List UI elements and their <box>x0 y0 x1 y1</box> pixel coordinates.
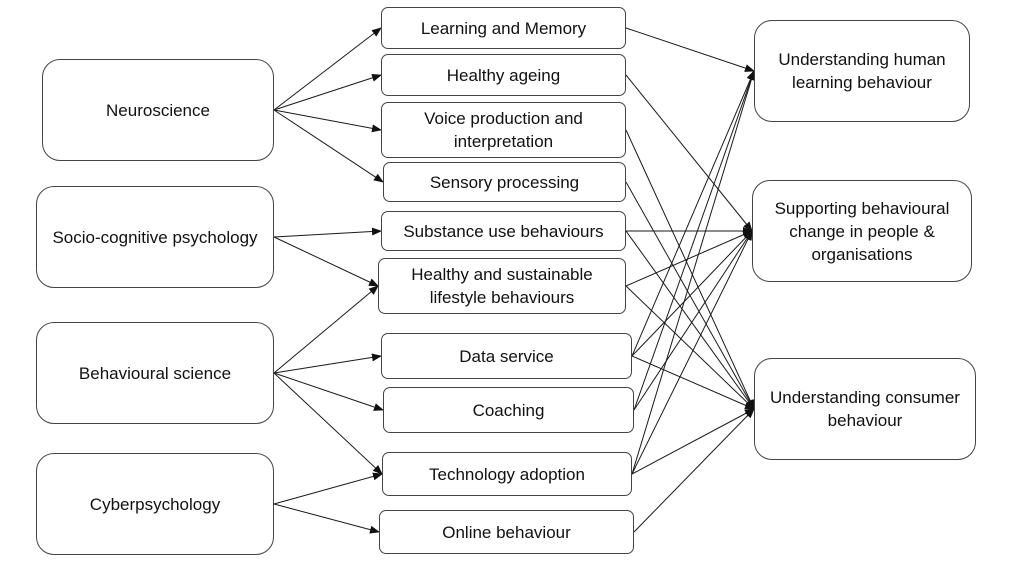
topic-box-substance-use: Substance use behaviours <box>381 211 626 251</box>
source-label: Socio-cognitive psychology <box>52 227 258 247</box>
topic-label: Technology adoption <box>429 464 585 484</box>
source-label: Neuroscience <box>106 100 210 120</box>
arrow-behavioural-science-to-healthy-sustainable-lifestyle <box>273 285 379 374</box>
topic-label: Healthy and sustainable lifestyle behavi… <box>411 265 593 307</box>
outcome-label: Supporting behavioural change in people … <box>774 198 950 264</box>
topic-box-sensory-processing: Sensory processing <box>383 162 626 202</box>
arrow-learning-and-memory-to-human-learning <box>625 27 755 72</box>
topic-box-coaching: Coaching <box>383 387 634 433</box>
arrow-socio-cognitive-psychology-to-substance-use <box>273 227 382 238</box>
source-box-cyberpsychology: Cyberpsychology <box>36 453 274 555</box>
topic-label: Online behaviour <box>442 522 571 542</box>
arrow-healthy-sustainable-lifestyle-to-behavioural-change <box>625 230 753 287</box>
topic-label: Data service <box>459 346 554 366</box>
arrow-healthy-sustainable-lifestyle-to-consumer-behaviour <box>625 285 755 410</box>
topic-label: Healthy ageing <box>446 65 561 85</box>
source-label: Cyberpsychology <box>89 494 221 514</box>
arrow-healthy-ageing-to-behavioural-change <box>625 74 753 232</box>
source-box-socio-cognitive-psychology: Socio-cognitive psychology <box>36 186 274 288</box>
topic-box-learning-and-memory: Learning and Memory <box>381 7 626 49</box>
arrow-data-service-to-consumer-behaviour <box>631 355 755 410</box>
arrow-neuroscience-to-healthy-ageing <box>273 73 382 111</box>
arrow-coaching-to-human-learning <box>633 70 755 411</box>
arrow-behavioural-science-to-data-service <box>273 353 382 374</box>
arrow-cyberpsychology-to-online-behaviour <box>273 503 380 534</box>
outcome-box-consumer-behaviour: Understanding consumer behaviour <box>754 358 976 460</box>
topic-box-online-behaviour: Online behaviour <box>379 510 634 554</box>
arrow-online-behaviour-to-consumer-behaviour <box>633 408 755 533</box>
arrow-data-service-to-human-learning <box>631 70 755 357</box>
arrow-behavioural-science-to-technology-adoption <box>273 372 383 475</box>
source-label: Behavioural science <box>78 363 232 383</box>
arrow-neuroscience-to-sensory-processing <box>273 109 384 183</box>
arrow-cyberpsychology-to-technology-adoption <box>273 472 383 505</box>
arrow-technology-adoption-to-human-learning <box>631 70 756 475</box>
outcome-label: Understanding consumer behaviour <box>770 388 960 430</box>
arrow-neuroscience-to-learning-and-memory <box>273 27 382 111</box>
source-box-behavioural-science: Behavioural science <box>36 322 274 424</box>
arrow-data-service-to-behavioural-change <box>631 230 753 357</box>
arrow-behavioural-science-to-coaching <box>273 372 384 411</box>
topic-box-healthy-sustainable-lifestyle: Healthy and sustainable lifestyle behavi… <box>378 258 626 314</box>
topic-box-technology-adoption: Technology adoption <box>382 452 632 496</box>
topic-label: Substance use behaviours <box>403 221 604 241</box>
topic-box-voice-production: Voice production and interpretation <box>381 102 626 158</box>
source-box-neuroscience: Neuroscience <box>42 59 274 161</box>
outcome-label: Understanding human learning behaviour <box>778 50 946 92</box>
topic-label: Voice production and interpretation <box>424 109 583 151</box>
arrow-substance-use-to-consumer-behaviour <box>625 230 755 410</box>
topic-box-data-service: Data service <box>381 333 632 379</box>
outcome-box-human-learning: Understanding human learning behaviour <box>754 20 970 122</box>
topic-box-healthy-ageing: Healthy ageing <box>381 54 626 96</box>
topic-label: Sensory processing <box>429 172 580 192</box>
arrow-voice-production-to-consumer-behaviour <box>625 129 755 410</box>
topic-label: Learning and Memory <box>420 18 587 38</box>
topic-label: Coaching <box>472 400 545 420</box>
arrow-coaching-to-behavioural-change <box>633 230 753 411</box>
arrow-neuroscience-to-voice-production <box>273 109 382 133</box>
arrow-technology-adoption-to-behavioural-change <box>631 230 753 475</box>
arrow-technology-adoption-to-consumer-behaviour <box>631 408 755 475</box>
arrow-socio-cognitive-psychology-to-healthy-sustainable-lifestyle <box>273 236 379 287</box>
outcome-box-behavioural-change: Supporting behavioural change in people … <box>752 180 972 282</box>
